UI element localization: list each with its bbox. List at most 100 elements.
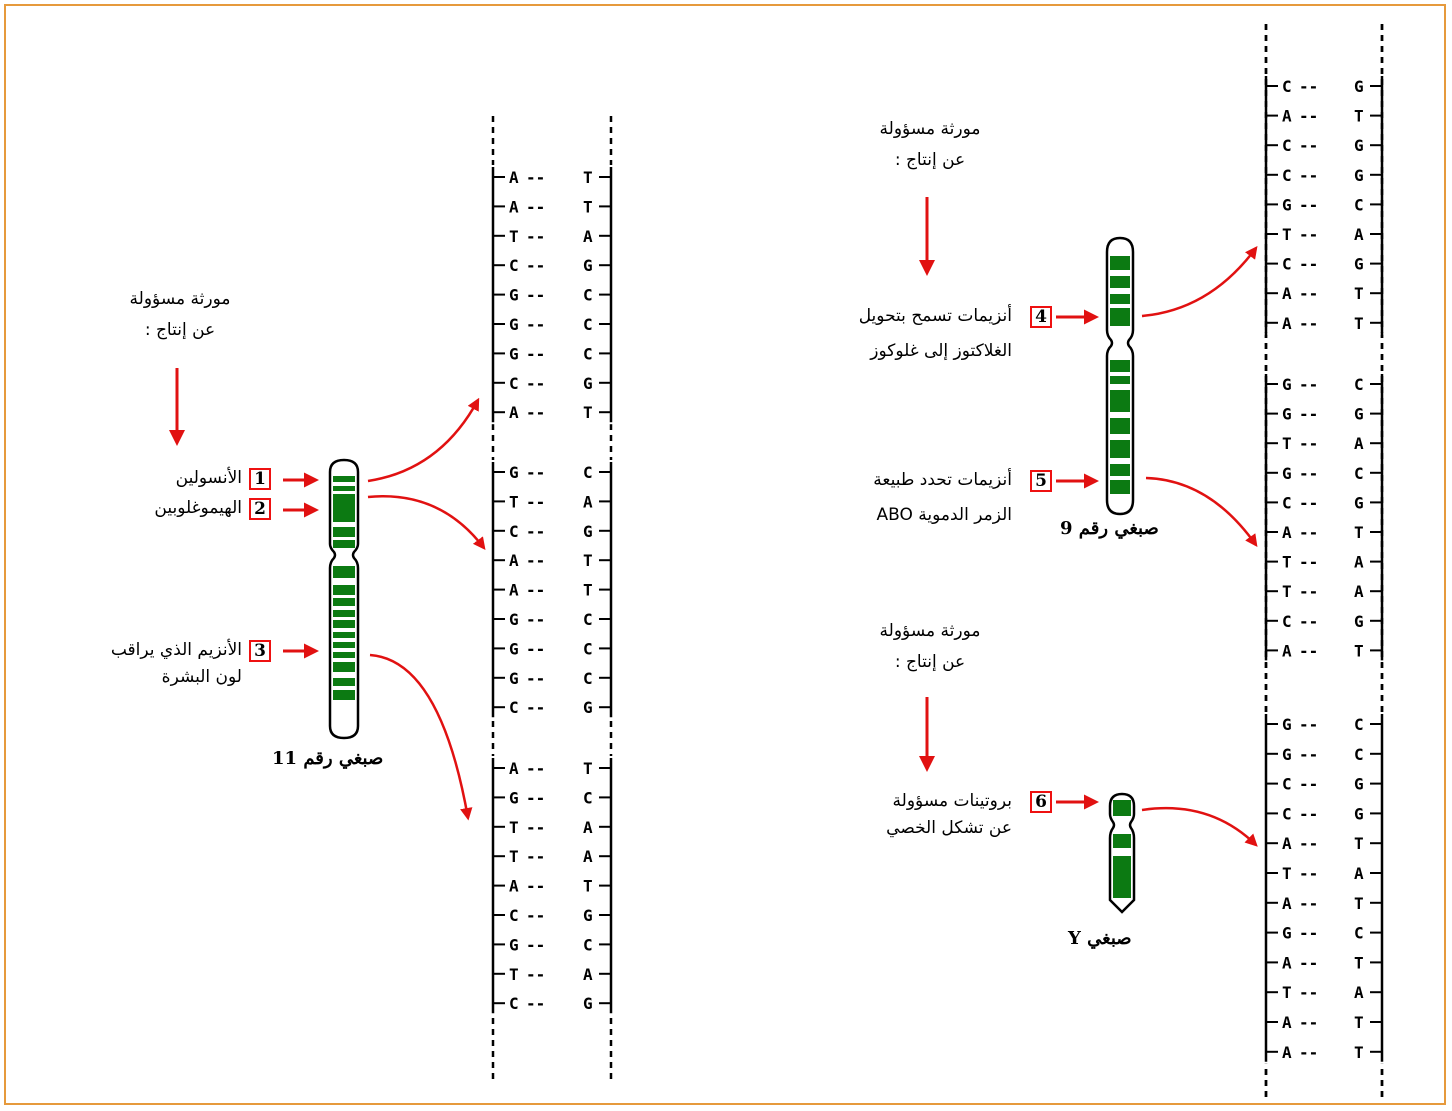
base-right: T <box>583 759 593 778</box>
header-line2: عن إنتاج : <box>894 652 966 672</box>
base-bond: -- <box>1299 715 1318 734</box>
diagram-frame <box>4 4 1446 1105</box>
base-bond: -- <box>1299 136 1318 155</box>
gene-label-3-line2: لون البشرة <box>161 667 242 687</box>
base-right: G <box>583 994 593 1013</box>
base-left: G <box>509 286 519 305</box>
gene-label-6-line1: بروتينات مسؤولة <box>892 791 1012 811</box>
base-bond: -- <box>526 403 545 422</box>
base-right: C <box>583 315 593 334</box>
base-right: T <box>1354 641 1364 660</box>
base-left: C <box>509 698 519 717</box>
base-right: C <box>1354 195 1364 214</box>
gene-label-5-line2: الزمر الدموية ABO <box>876 505 1012 525</box>
base-bond: -- <box>1299 107 1318 126</box>
gene-label-2: الهيموغلوبين <box>154 498 242 518</box>
base-bond: -- <box>526 227 545 246</box>
base-right: G <box>583 256 593 275</box>
base-right: T <box>583 197 593 216</box>
gene-label-1: الأنسولين <box>175 468 242 488</box>
base-bond: -- <box>526 906 545 925</box>
chromosome-11-label: صبغي رقم 11 <box>272 748 384 769</box>
base-left: G <box>509 935 519 954</box>
base-left: A <box>1282 284 1292 303</box>
base-bond: -- <box>1299 195 1318 214</box>
base-right: G <box>583 698 593 717</box>
base-left: C <box>509 906 519 925</box>
base-left: C <box>1282 493 1292 512</box>
base-left: A <box>1282 834 1292 853</box>
base-left: A <box>1282 107 1292 126</box>
base-bond: -- <box>1299 493 1318 512</box>
base-left: C <box>509 522 519 541</box>
header-text-chr9: مورثة مسؤولة عن إنتاج : <box>830 118 1030 171</box>
base-right: C <box>1354 924 1364 943</box>
header-line2: عن إنتاج : <box>144 320 216 340</box>
curved-arrows <box>367 245 1258 847</box>
base-bond: -- <box>526 994 545 1013</box>
chromosome-y <box>1108 792 1136 914</box>
base-bond: -- <box>1299 924 1318 943</box>
base-right: A <box>583 492 593 511</box>
base-bond: -- <box>1299 314 1318 333</box>
base-right: T <box>1354 894 1364 913</box>
base-left: C <box>1282 166 1292 185</box>
gene-arrows <box>283 309 1099 810</box>
base-right: C <box>583 669 593 688</box>
header-line1: مورثة مسؤولة <box>879 119 981 139</box>
base-bond: -- <box>1299 804 1318 823</box>
gene-number-1: 1 <box>249 468 271 490</box>
base-bond: -- <box>1299 464 1318 483</box>
base-right: A <box>583 818 593 837</box>
header-text-chr11: مورثة مسؤولة عن إنتاج : <box>80 288 280 341</box>
base-bond: -- <box>526 315 545 334</box>
base-right: C <box>583 344 593 363</box>
base-right: A <box>1354 434 1364 453</box>
base-bond: -- <box>526 286 545 305</box>
base-left: G <box>1282 924 1292 943</box>
base-left: G <box>509 344 519 363</box>
base-right: T <box>583 877 593 896</box>
base-right: G <box>1354 166 1364 185</box>
base-bond: -- <box>1299 375 1318 394</box>
base-left: T <box>1282 434 1292 453</box>
base-right: C <box>1354 745 1364 764</box>
base-bond: -- <box>526 669 545 688</box>
gene-number-6: 6 <box>1030 791 1052 813</box>
base-left: A <box>509 197 519 216</box>
base-right: T <box>583 403 593 422</box>
base-left: G <box>509 639 519 658</box>
gene-label-5-line1: أنزيمات تحدد طبيعة <box>873 470 1012 490</box>
base-right: G <box>1354 804 1364 823</box>
base-left: C <box>1282 612 1292 631</box>
base-left: G <box>509 463 519 482</box>
chromosome-9 <box>1105 236 1135 516</box>
base-left: A <box>1282 1043 1292 1062</box>
base-bond: -- <box>1299 77 1318 96</box>
base-right: T <box>583 168 593 187</box>
base-right: C <box>583 788 593 807</box>
base-bond: -- <box>526 698 545 717</box>
base-left: T <box>1282 864 1292 883</box>
gene-label-4-line2: الغلاكتوز إلى غلوكوز <box>870 341 1012 361</box>
base-bond: -- <box>526 965 545 984</box>
base-bond: -- <box>1299 1013 1318 1032</box>
base-right: T <box>1354 1043 1364 1062</box>
base-left: C <box>1282 804 1292 823</box>
base-left: T <box>509 227 519 246</box>
base-bond: -- <box>526 935 545 954</box>
base-left: G <box>509 669 519 688</box>
base-right: G <box>1354 255 1364 274</box>
base-bond: -- <box>526 463 545 482</box>
base-left: G <box>1282 745 1292 764</box>
base-bond: -- <box>1299 834 1318 853</box>
base-bond: -- <box>1299 894 1318 913</box>
base-left: T <box>509 492 519 511</box>
down-arrow-chr9 <box>919 197 935 276</box>
base-bond: -- <box>1299 1043 1318 1062</box>
base-right: A <box>1354 983 1364 1002</box>
base-right: G <box>583 374 593 393</box>
gene-number-4: 4 <box>1030 306 1052 328</box>
base-right: T <box>1354 953 1364 972</box>
base-left: C <box>1282 255 1292 274</box>
